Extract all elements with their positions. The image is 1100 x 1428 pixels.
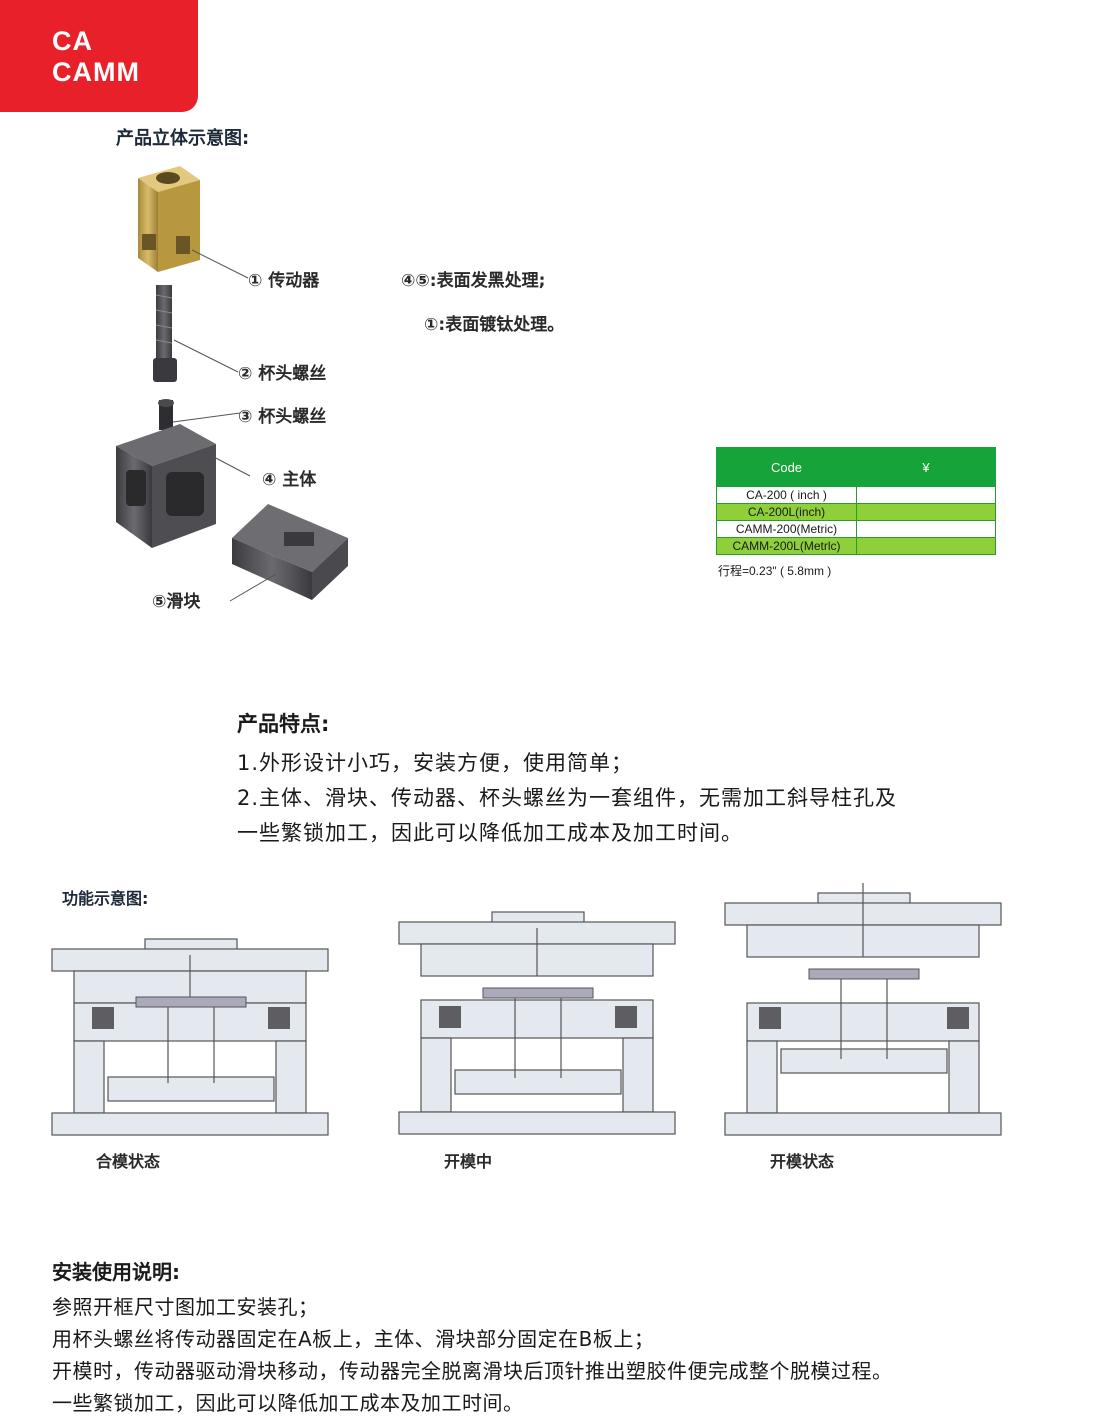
features-title: 产品特点: (237, 712, 330, 736)
badge-line-2: CAMM (52, 57, 140, 87)
install-line-2: 用杯头螺丝将传动器固定在A板上，主体、滑块部分固定在B板上； (52, 1327, 655, 1351)
feature-line-2: 2.主体、滑块、传动器、杯头螺丝为一套组件，无需加工斜导柱孔及 (237, 786, 898, 810)
table-row: CA-200 ( inch ) (716, 486, 996, 504)
cell-price (856, 503, 996, 521)
function-title: 功能示意图: (62, 889, 149, 908)
cell-price (856, 537, 996, 555)
install-title: 安装使用说明: (52, 1260, 180, 1284)
caption-opening: 开模中 (444, 1152, 493, 1171)
install-section: 安装使用说明: 参照开框尺寸图加工安装孔； 用杯头螺丝将传动器固定在A板上，主体… (52, 1256, 1092, 1419)
body-part (116, 399, 216, 548)
mold-diagram-closed (51, 938, 329, 1136)
cell-code: CA-200 ( inch ) (716, 486, 857, 504)
install-line-4: 一些繁锁加工，因此可以降低加工成本及加工时间。 (52, 1391, 524, 1415)
brand-badge: CA CAMM (0, 0, 198, 112)
feature-line-1: 1.外形设计小巧，安装方便，使用简单； (237, 751, 634, 775)
part-label-actuator: ① 传动器 (248, 271, 320, 291)
caption-closed: 合模状态 (96, 1152, 161, 1171)
cap-screw-part (153, 285, 177, 382)
part-label-body: ④ 主体 (262, 470, 317, 490)
cell-price (856, 486, 996, 504)
feature-line-3: 一些繁锁加工，因此可以降低加工成本及加工时间。 (237, 821, 743, 845)
cell-price (856, 520, 996, 538)
part-label-screw-3: ③ 杯头螺丝 (238, 407, 327, 427)
part-label-screw-2: ② 杯头螺丝 (238, 364, 327, 384)
cell-code: CA-200L(inch) (716, 503, 857, 521)
features-section: 产品特点: 1.外形设计小巧，安装方便，使用简单； 2.主体、滑块、传动器、杯头… (237, 708, 1037, 851)
col-header-code: Code (716, 447, 857, 487)
treatment-black: ④⑤:表面发黑处理; (401, 271, 546, 291)
install-line-1: 参照开框尺寸图加工安装孔； (52, 1295, 319, 1319)
leader-lines (172, 249, 277, 602)
slider-part (232, 504, 348, 600)
table-row: CAMM-200(Metric) (716, 520, 996, 538)
install-line-3: 开模时，传动器驱动滑块移动，传动器完全脱离滑块后顶针推出塑胶件便完成整个脱模过程… (52, 1359, 893, 1383)
table-row: CA-200L(inch) (716, 503, 996, 521)
mold-diagram-open (724, 883, 1002, 1136)
view3d-title: 产品立体示意图: (116, 128, 250, 149)
cell-code: CAMM-200L(Metrlc) (716, 537, 857, 555)
mold-diagram-opening (398, 911, 676, 1135)
part-label-slider: ⑤滑块 (152, 592, 201, 612)
badge-line-1: CA (52, 26, 93, 56)
stroke-note: 行程=0.23" ( 5.8mm ) (718, 564, 832, 578)
exploded-part-illustration (116, 166, 348, 602)
actuator-part (138, 166, 200, 272)
col-header-price: ¥ (856, 447, 996, 487)
table-row: CAMM-200L(Metrlc) (716, 537, 996, 555)
cell-code: CAMM-200(Metric) (716, 520, 857, 538)
caption-open: 开模状态 (770, 1152, 835, 1171)
treatment-titanium: ①:表面镀钛处理。 (424, 315, 565, 335)
price-table: Code ¥ CA-200 ( inch ) CA-200L(inch) CAM… (716, 447, 996, 555)
